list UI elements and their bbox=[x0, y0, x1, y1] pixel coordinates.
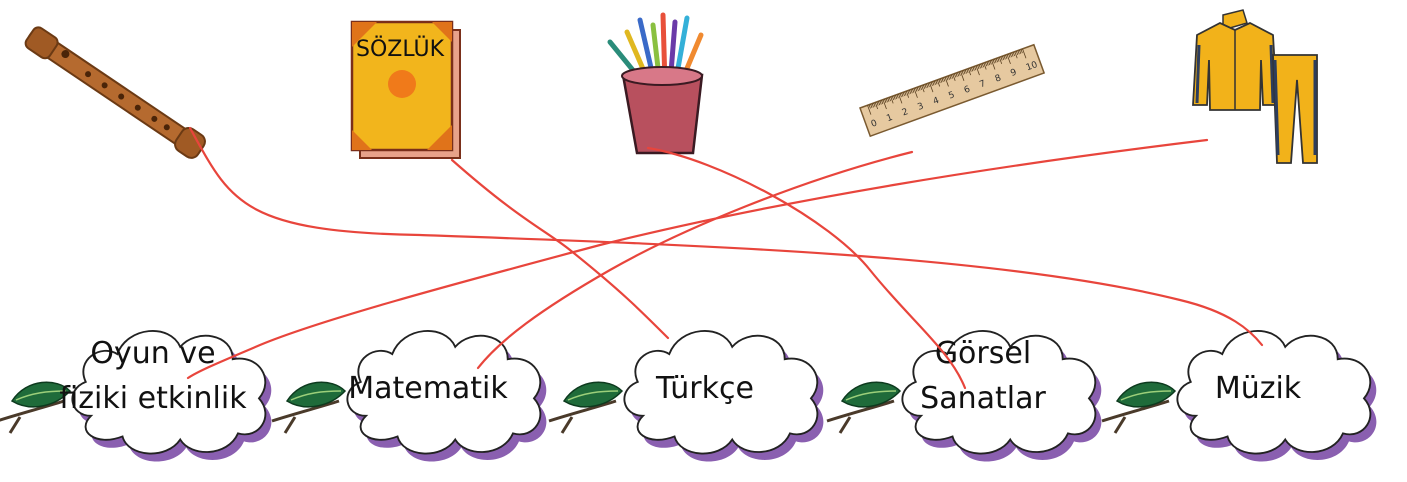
recorder-flute-icon[interactable] bbox=[23, 24, 208, 161]
leaf-branch-icon bbox=[270, 380, 347, 435]
cloud-label-turkish: Türkçe bbox=[655, 371, 754, 406]
cloud-pe[interactable]: Oyun ve fiziki etkinlik bbox=[0, 329, 272, 462]
dictionary-book-icon[interactable]: SÖZLÜK bbox=[350, 20, 461, 159]
ruler-tick-label: 1 bbox=[885, 113, 894, 124]
cloud-label-music: Müzik bbox=[1215, 371, 1302, 406]
match-line-dictionary-turkish bbox=[450, 158, 670, 340]
cloud-music[interactable]: Müzik bbox=[1100, 329, 1377, 462]
cloud-label-art: Görsel bbox=[935, 336, 1031, 371]
cloud-label-math: Matematik bbox=[348, 371, 508, 406]
match-line-tracksuit-pe bbox=[186, 138, 1209, 380]
ruler-tick-label: 7 bbox=[978, 79, 987, 90]
match-line-pencil-art bbox=[646, 146, 967, 390]
match-line-ruler-math bbox=[476, 150, 914, 370]
leaf-branch-icon bbox=[1100, 380, 1177, 435]
tracksuit-icon[interactable] bbox=[1192, 9, 1318, 164]
ruler-tick-label: 6 bbox=[963, 84, 972, 95]
pencil-cup-icon[interactable] bbox=[607, 12, 704, 155]
ruler-tick-label: 0 bbox=[870, 118, 879, 129]
cloud-label-pe: fiziki etkinlik bbox=[59, 381, 247, 416]
match-line-recorder-music bbox=[188, 126, 1264, 347]
cloud-math[interactable]: Matematik bbox=[270, 329, 547, 462]
cloud-label-art: Sanatlar bbox=[920, 381, 1046, 416]
cloud-turkish[interactable]: Türkçe bbox=[547, 329, 824, 462]
ruler-tick-label: 3 bbox=[916, 101, 925, 112]
leaf-branch-icon bbox=[547, 380, 624, 435]
cloud-label-pe: Oyun ve bbox=[90, 336, 215, 371]
ruler-tick-label: 8 bbox=[994, 73, 1003, 84]
leaf-branch-icon bbox=[825, 380, 902, 435]
dictionary-title: SÖZLÜK bbox=[356, 36, 445, 62]
ruler-tick-label: 5 bbox=[947, 90, 956, 101]
ruler-tick-label: 2 bbox=[901, 107, 910, 118]
ruler-tick-label: 10 bbox=[1025, 60, 1039, 73]
ruler-tick-label: 4 bbox=[932, 96, 941, 107]
ruler-tick-label: 9 bbox=[1009, 68, 1018, 79]
